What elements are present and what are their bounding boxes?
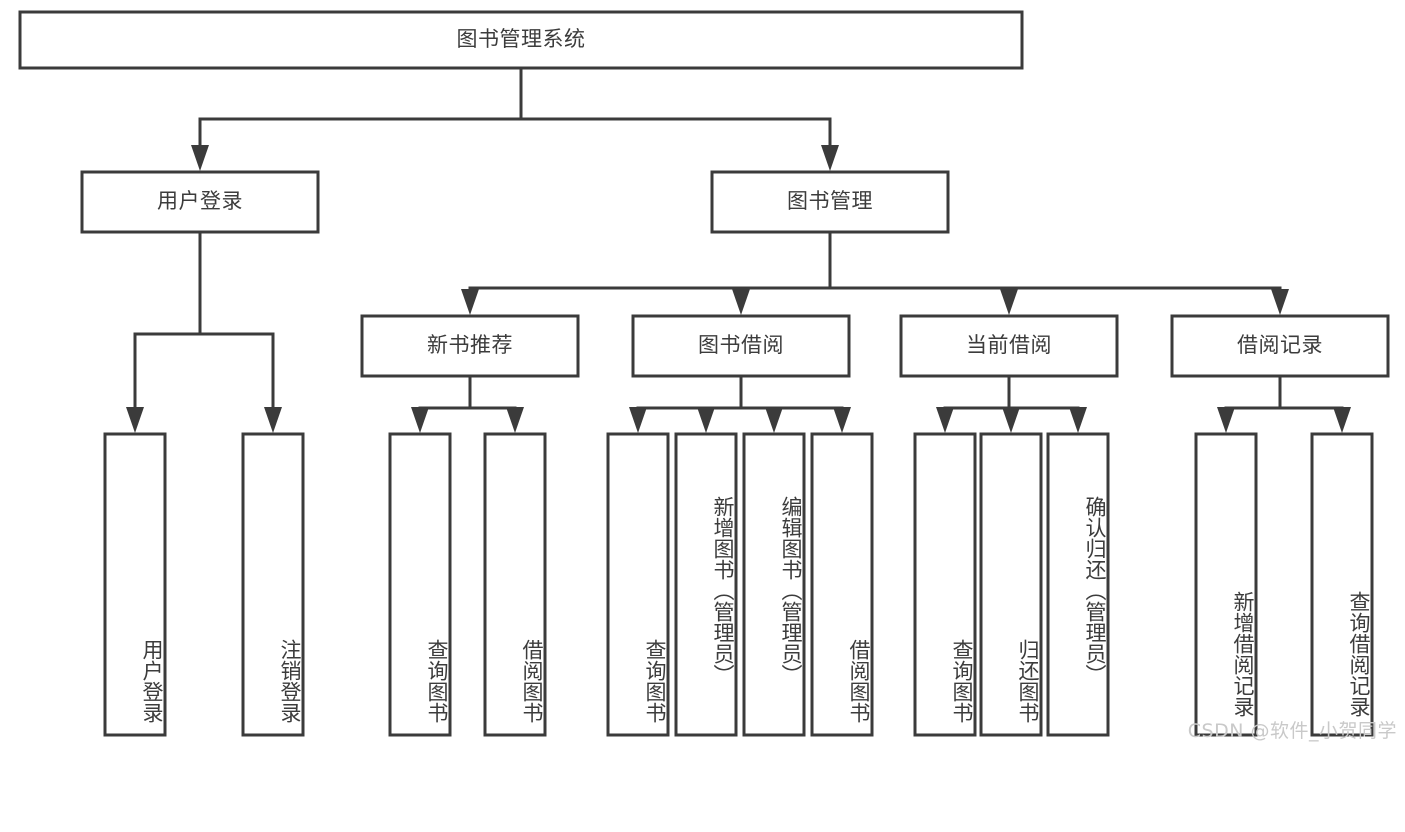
csdn-watermark: CSDN @软件_小贺同学: [1187, 720, 1397, 742]
node-user_login[interactable]: [82, 172, 318, 232]
node-leaf_add_record[interactable]: [1196, 434, 1256, 735]
node-box-root: [18, 10, 1024, 70]
node-box-leaf_user_login: [103, 432, 167, 737]
arrowhead-leaf_user_login: [126, 407, 144, 433]
arrowhead-leaf_borrow_book_b: [833, 407, 851, 433]
node-leaf_borrow_book_b[interactable]: [812, 434, 872, 735]
arrowhead-leaf_query_book_b: [629, 407, 647, 433]
node-new_book_rec[interactable]: [362, 316, 578, 376]
arrowhead-book_manage: [821, 145, 839, 171]
arrowhead-leaf_logout: [264, 407, 282, 433]
node-box-user_login: [80, 170, 320, 234]
arrowhead-leaf_query_book_rec: [411, 407, 429, 433]
node-leaf_borrow_book_rec[interactable]: [485, 434, 545, 735]
arrowhead-leaf_borrow_book_rec: [506, 407, 524, 433]
node-current_borrow[interactable]: [901, 316, 1117, 376]
node-box-leaf_borrow_book_rec: [483, 432, 547, 737]
arrowhead-leaf_return_book: [1002, 407, 1020, 433]
node-box-new_book_rec: [360, 314, 580, 378]
node-box-leaf_edit_book: [742, 432, 806, 737]
node-box-book_borrow: [631, 314, 851, 378]
node-leaf_add_book[interactable]: [676, 434, 736, 735]
arrowhead-leaf_add_book: [697, 407, 715, 433]
arrowhead-leaf_add_record: [1217, 407, 1235, 433]
node-leaf_confirm_return[interactable]: [1048, 434, 1108, 735]
node-box-borrow_record: [1170, 314, 1390, 378]
node-box-leaf_add_book: [674, 432, 738, 737]
node-leaf_logout[interactable]: [243, 434, 303, 735]
node-box-leaf_borrow_book_b: [810, 432, 874, 737]
node-root[interactable]: [20, 12, 1022, 68]
node-box-leaf_query_book_rec: [388, 432, 452, 737]
tree-connectors-svg: [18, 10, 1390, 737]
node-leaf_edit_book[interactable]: [744, 434, 804, 735]
node-leaf_query_book_c[interactable]: [915, 434, 975, 735]
arrowhead-user_login: [191, 145, 209, 171]
node-leaf_user_login[interactable]: [105, 434, 165, 735]
node-leaf_query_record[interactable]: [1312, 434, 1372, 735]
node-box-leaf_query_book_b: [606, 432, 670, 737]
node-box-current_borrow: [899, 314, 1119, 378]
arrowhead-leaf_edit_book: [765, 407, 783, 433]
node-leaf_query_book_b[interactable]: [608, 434, 668, 735]
flowchart-canvas: 图书管理系统用户登录图书管理新书推荐图书借阅当前借阅借阅记录用户登录注销登录查询…: [18, 10, 1397, 742]
arrowhead-current_borrow: [1000, 289, 1018, 315]
arrowhead-leaf_confirm_return: [1069, 407, 1087, 433]
arrowhead-new_book_rec: [461, 289, 479, 315]
node-leaf_return_book[interactable]: [981, 434, 1041, 735]
node-box-book_manage: [710, 170, 950, 234]
node-book_manage[interactable]: [712, 172, 948, 232]
arrowhead-leaf_query_book_c: [936, 407, 954, 433]
node-box-leaf_add_record: [1194, 432, 1258, 737]
node-leaf_query_book_rec[interactable]: [390, 434, 450, 735]
node-box-leaf_query_record: [1310, 432, 1374, 737]
node-box-leaf_query_book_c: [913, 432, 977, 737]
arrowhead-borrow_record: [1271, 289, 1289, 315]
node-book_borrow[interactable]: [633, 316, 849, 376]
arrowhead-book_borrow: [732, 289, 750, 315]
node-borrow_record[interactable]: [1172, 316, 1388, 376]
node-box-leaf_confirm_return: [1046, 432, 1110, 737]
node-box-leaf_return_book: [979, 432, 1043, 737]
node-box-leaf_logout: [241, 432, 305, 737]
arrowhead-leaf_query_record: [1333, 407, 1351, 433]
